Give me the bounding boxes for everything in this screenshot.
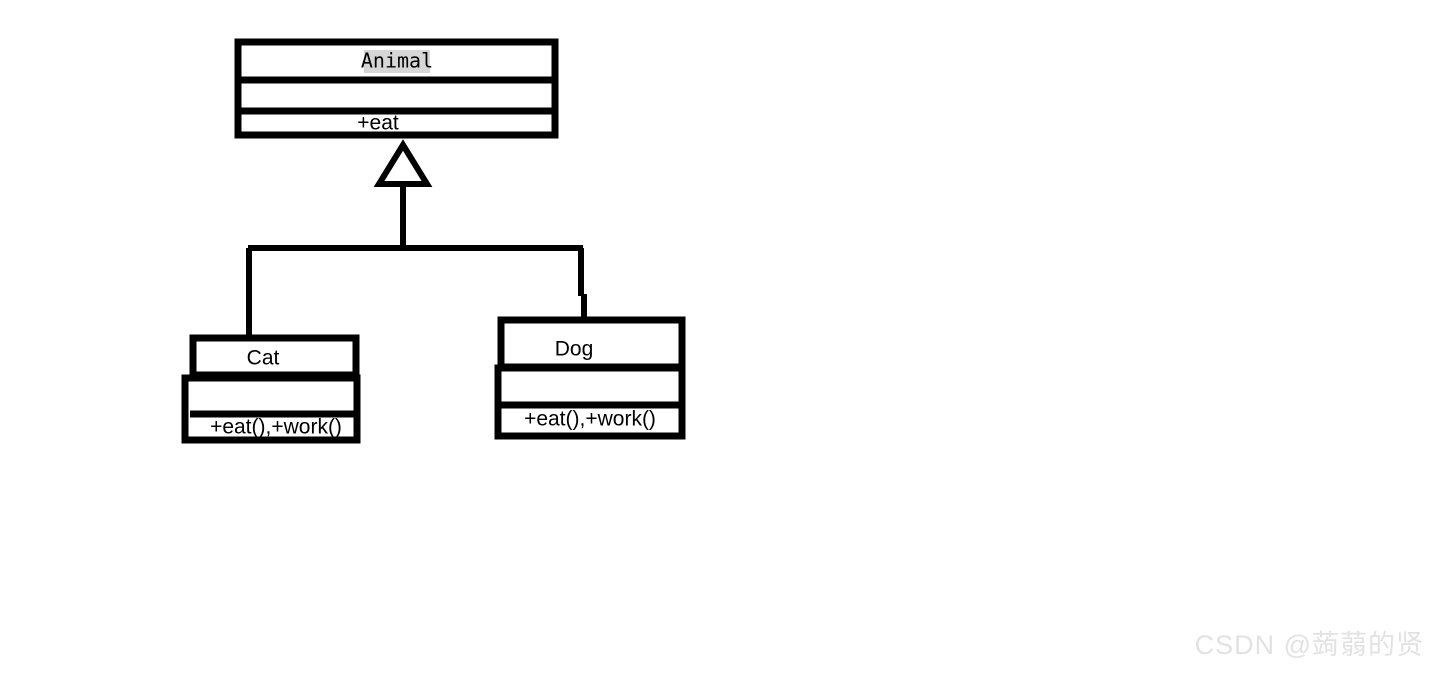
class-box-dog[interactable]: Dog +eat(),+work() <box>494 316 686 440</box>
class-name-cat: Cat <box>247 347 280 370</box>
class-methods-animal: +eat <box>357 112 399 135</box>
class-methods-cat: +eat(),+work() <box>210 416 342 439</box>
class-name-animal: Animal <box>361 49 433 73</box>
csdn-watermark: CSDN @蒟蒻的贤 <box>1194 630 1424 660</box>
inheritance-hollow-triangle-icon <box>373 139 433 187</box>
class-box-cat[interactable]: Cat +eat(),+work() <box>181 334 361 444</box>
class-name-selection-highlight <box>364 50 430 73</box>
generalization-connectors <box>246 180 587 340</box>
class-name-dog: Dog <box>555 338 594 361</box>
class-methods-dog: +eat(),+work() <box>524 408 656 431</box>
class-box-animal[interactable]: Animal +eat <box>234 38 559 139</box>
